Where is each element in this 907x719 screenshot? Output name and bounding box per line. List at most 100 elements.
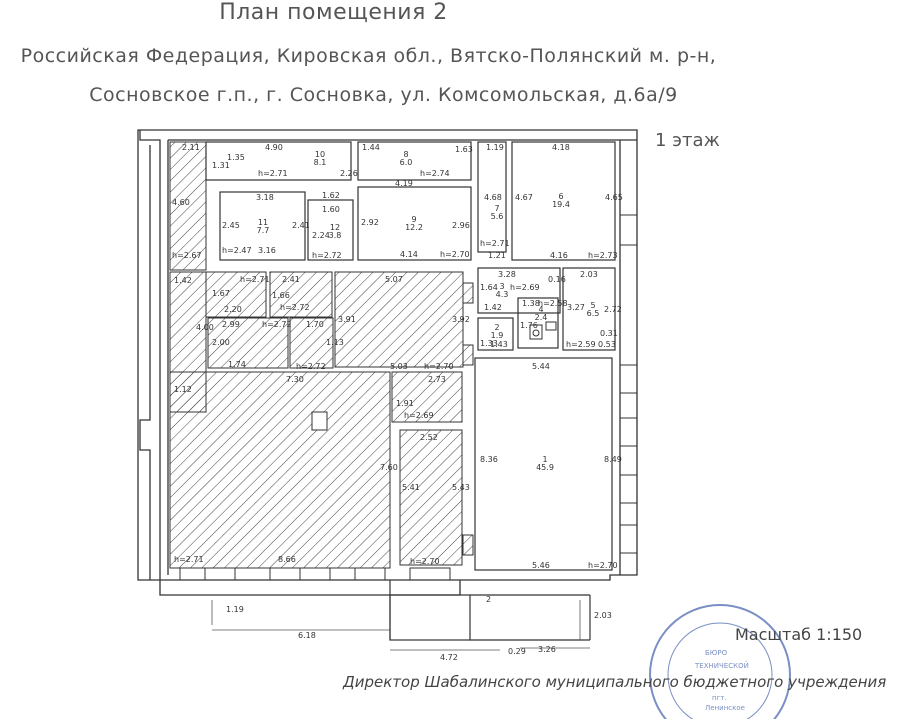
dimension: h=2.58 <box>538 299 568 308</box>
dimension: 4.60 <box>172 198 190 207</box>
dimension: 0.53 <box>598 340 616 349</box>
dimension: 1.63 <box>455 145 473 154</box>
dimension: 0.16 <box>548 275 566 284</box>
room-num: 11 <box>258 218 268 227</box>
dimension: 1.44 <box>362 143 380 152</box>
dimension: 1.43 <box>490 340 508 349</box>
dimension: 4.90 <box>265 143 283 152</box>
room-num: 6 <box>558 192 563 201</box>
dimension: 3.27 <box>567 303 585 312</box>
window-marks-right <box>619 214 638 554</box>
dimension: 1.13 <box>326 338 344 347</box>
dimension: 2.03 <box>594 611 612 620</box>
hatched-zones <box>169 141 464 569</box>
dimension: 3.26 <box>538 645 556 654</box>
door-mark <box>462 282 474 304</box>
room-area: 6.0 <box>400 158 413 167</box>
dimension: h=2.72 <box>312 251 342 260</box>
bathroom-fixture <box>529 321 557 340</box>
room-area: 8.1 <box>314 158 327 167</box>
dimension: 3.92 <box>452 315 470 324</box>
dimension: 5.43 <box>452 483 470 492</box>
dimension: 4.19 <box>395 179 413 188</box>
dimension: 4.72 <box>440 653 458 662</box>
dimension: 3.91 <box>338 315 356 324</box>
dimension: h=2.72 <box>280 303 310 312</box>
dimension: h=2.59 <box>566 340 596 349</box>
dimension: h=2.74 <box>420 169 450 178</box>
room-num: 10 <box>315 150 325 159</box>
room-num: 7 <box>494 204 499 213</box>
room-num: 9 <box>411 215 416 224</box>
dimension: h=2.70 <box>410 557 440 566</box>
room-area: 1.9 <box>491 331 504 340</box>
dimension: 1.12 <box>174 385 192 394</box>
room-area: 5.6 <box>491 212 504 221</box>
dimension: h=2.71 <box>240 275 270 284</box>
dimension: 2.99 <box>222 320 240 329</box>
dimension-labels: 2.11 4.90 1.44 1.63 1.19 4.18 4.60 1.31 … <box>172 143 623 662</box>
address-line-2: Сосновское г.п., г. Сосновка, ул. Комсом… <box>89 84 678 106</box>
floor-label: 1 этаж <box>655 130 720 151</box>
dimension: 8.36 <box>480 455 498 464</box>
dimension: 4.68 <box>484 193 502 202</box>
dimension: 3.16 <box>258 246 276 255</box>
room-area: 7.7 <box>257 226 270 235</box>
dimension: 1.19 <box>226 605 244 614</box>
dimension: 3.28 <box>498 270 516 279</box>
room-area: 45.9 <box>536 463 554 472</box>
seal-stamp: БЮРО ТЕХНИЧЕСКОЙ пгт. Ленинское <box>649 604 791 719</box>
window-marks-bottom <box>179 567 451 581</box>
dimension: 7.60 <box>380 463 398 472</box>
room-area: 4.3 <box>496 290 509 299</box>
dimension: 1.35 <box>227 153 245 162</box>
room-area: 12.2 <box>405 223 423 232</box>
dimension: 1.76 <box>520 321 538 330</box>
scale-label: Масштаб 1:150 <box>735 625 863 644</box>
dimension: 5.46 <box>532 561 550 570</box>
dimension: 2.24 <box>312 231 330 240</box>
dimension: 1.91 <box>396 399 414 408</box>
dimension: 5.03 <box>390 362 408 371</box>
dimension: 2.73 <box>428 375 446 384</box>
dimension: 8.49 <box>604 455 622 464</box>
stamp-text: ТЕХНИЧЕСКОЙ <box>694 661 749 670</box>
dimension: 4.67 <box>515 193 533 202</box>
dimension: h=2.72 <box>296 362 326 371</box>
dimension: 1.60 <box>322 205 340 214</box>
dimension: 2.03 <box>580 270 598 279</box>
dimension: 4.00 <box>196 323 214 332</box>
dimension: h=2.69 <box>510 283 540 292</box>
dimension: h=2.71 <box>174 555 204 564</box>
room-num: 3 <box>499 282 504 291</box>
dimension: 2.92 <box>361 218 379 227</box>
dimension: h=2.73 <box>588 251 618 260</box>
room-num: 4 <box>538 305 543 314</box>
dimension: h=2.47 <box>222 246 252 255</box>
extension-lines <box>211 600 590 651</box>
dimension: 2.41 <box>292 221 310 230</box>
dimension: 1.31 <box>212 161 230 170</box>
dimension: 3.18 <box>256 193 274 202</box>
dimension: 5.44 <box>532 362 550 371</box>
dimension: h=2.70 <box>588 561 618 570</box>
dimension: 1.19 <box>486 143 504 152</box>
dimension: 1.64 <box>480 283 498 292</box>
dimension: 2.41 <box>282 275 300 284</box>
room-num: 8 <box>403 150 408 159</box>
room-num: 2 <box>494 323 499 332</box>
room-num: 5 <box>590 301 595 310</box>
address-line-1: Российская Федерация, Кировская обл., Вя… <box>20 45 717 67</box>
stamp-text: Ленинское <box>705 704 745 712</box>
dimension: h=2.69 <box>404 411 434 420</box>
room-num: 1 <box>542 455 547 464</box>
dimension: 1.67 <box>212 289 230 298</box>
dimension: 2.11 <box>182 143 200 152</box>
dimension: 2.72 <box>604 305 622 314</box>
dimension: 5.07 <box>385 275 403 284</box>
dimension: 7.30 <box>286 375 304 384</box>
dimension: 2.20 <box>224 305 242 314</box>
dimension: 2.26 <box>340 169 358 178</box>
dimension: 0.31 <box>600 329 618 338</box>
